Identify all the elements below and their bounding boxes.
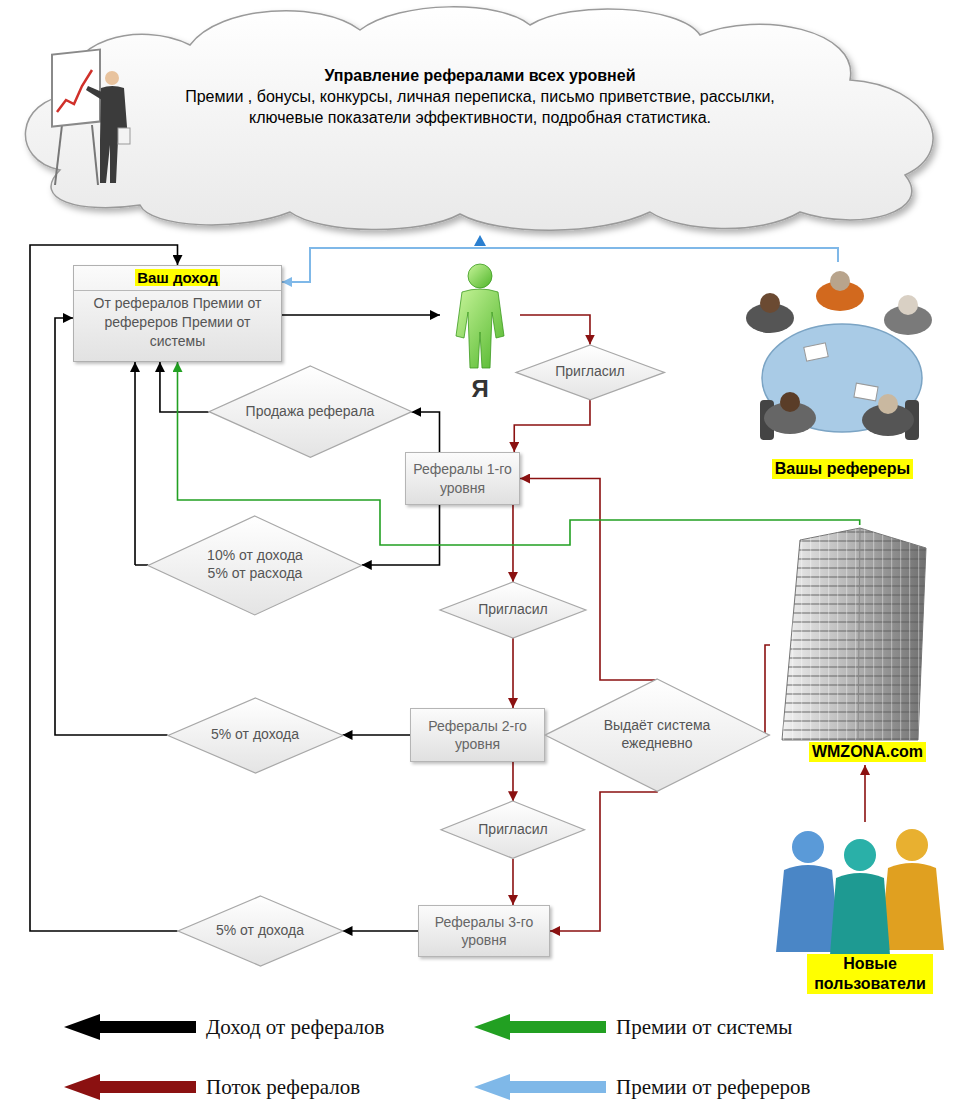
box-header: Ваш доход xyxy=(74,266,281,291)
system-building-node: WMZONA.com xyxy=(770,525,965,765)
flow-connector xyxy=(514,399,590,452)
decision-diamond: Продажа реферала xyxy=(209,366,412,457)
flow-connector xyxy=(512,638,514,708)
flow-connector xyxy=(520,479,657,681)
diamond-outline xyxy=(178,896,343,966)
decision-diamond: 5% от дохода xyxy=(178,896,343,966)
decision-diamond: Пригласил xyxy=(516,345,665,400)
decision-diamond: Выдаёт система ежедневно xyxy=(545,679,769,791)
person-node: Я xyxy=(440,262,520,407)
flow-connector xyxy=(282,248,838,282)
building-illustration xyxy=(782,528,926,740)
node-text: Рефералы 3-го уровня xyxy=(425,913,543,949)
node-label: Новые пользователи xyxy=(807,954,933,994)
presenter-illustration xyxy=(52,49,130,185)
new-users-node: Новые пользователи xyxy=(775,822,965,997)
legend-item: Премии от рефереров xyxy=(472,1072,810,1102)
decision-diamond: 10% от дохода 5% от расхода xyxy=(148,516,362,615)
node-text: Пригласил xyxy=(555,363,624,381)
decision-diamond: Пригласил xyxy=(441,801,585,858)
node-text: 5% от дохода xyxy=(211,726,299,744)
diamond-outline xyxy=(440,582,586,638)
flow-connector xyxy=(512,859,514,905)
diamond-outline xyxy=(209,366,412,457)
node-text: Пригласил xyxy=(478,821,547,839)
flow-connector xyxy=(343,930,419,932)
flow-connector xyxy=(411,412,439,452)
flow-connector xyxy=(520,315,590,345)
process-box: Рефералы 2-го уровня xyxy=(410,708,545,762)
flow-connector xyxy=(512,505,514,582)
legend-item: Премии от системы xyxy=(472,1012,792,1042)
legend-swatch xyxy=(64,1014,196,1040)
flow-connector xyxy=(135,362,148,565)
legend-text: Поток рефералов xyxy=(206,1075,360,1100)
flow-connector xyxy=(55,318,168,735)
process-box: Рефералы 3-го уровня xyxy=(418,905,550,957)
legend-swatch xyxy=(474,1014,606,1040)
flow-connector xyxy=(178,362,860,545)
decision-diamond: 5% от дохода xyxy=(168,698,343,773)
node-text: Рефералы 1-го уровня xyxy=(412,460,513,496)
legend-arrow xyxy=(62,1012,198,1042)
node-label: Я xyxy=(468,374,491,404)
legend-text: Доход от рефералов xyxy=(206,1015,384,1040)
diamond-outline xyxy=(168,698,343,773)
legend-swatch xyxy=(474,1074,606,1100)
node-text: Продажа реферала xyxy=(246,403,375,421)
flow-connector xyxy=(282,314,440,316)
diamond-outline xyxy=(441,801,585,858)
decision-diamond: Пригласил xyxy=(440,582,586,638)
node-label: WMZONA.com xyxy=(809,742,926,762)
flow-connector xyxy=(343,734,411,736)
flow-connector xyxy=(160,362,209,412)
process-box: Рефералы 1-го уровня xyxy=(405,452,520,505)
legend-item: Доход от рефералов xyxy=(62,1012,384,1042)
node-text: Пригласил xyxy=(478,601,547,619)
income-box: Ваш доход От рефералов Премии от рефереро… xyxy=(73,265,282,362)
cloud-heading: Управление рефералами всех уровней xyxy=(324,66,635,87)
diamond-outline xyxy=(148,516,362,615)
legend-arrow xyxy=(472,1072,608,1102)
referers-node: Вашы рефереры xyxy=(740,262,945,482)
node-text: 10% от дохода 5% от расхода xyxy=(204,547,306,582)
referers-meeting-illustration xyxy=(746,271,932,440)
diamond-outline xyxy=(516,345,665,400)
legend-swatch xyxy=(64,1074,196,1100)
flow-connector xyxy=(864,765,866,822)
node-text: Выдаёт система ежедневно xyxy=(598,717,716,752)
legend-text: Премии от рефереров xyxy=(616,1075,810,1100)
legend-arrow xyxy=(62,1072,198,1102)
node-text: От рефералов Премии от рефереров Премии … xyxy=(74,291,281,354)
cloud-shape xyxy=(25,7,933,230)
legend-text: Премии от системы xyxy=(616,1015,792,1040)
node-label: Вашы рефереры xyxy=(772,459,913,479)
legend-arrow xyxy=(472,1012,608,1042)
flow-connector xyxy=(765,645,770,735)
flow-connector xyxy=(362,505,440,565)
node-text: Ваш доход xyxy=(135,269,220,286)
legend-item: Поток рефералов xyxy=(62,1072,360,1102)
diamond-outline xyxy=(545,679,769,791)
cloud-callout: Управление рефералами всех уровнейПремии… xyxy=(160,66,800,166)
node-text: 5% от дохода xyxy=(216,922,304,940)
blue-arrow-tip xyxy=(474,235,486,246)
person-figure xyxy=(456,264,504,368)
new-users-illustration xyxy=(776,829,944,955)
cloud-body: Премии , бонусы, конкурсы, личная перепи… xyxy=(160,87,800,129)
flow-connector xyxy=(512,762,514,801)
flow-connector xyxy=(550,791,657,931)
node-text: Рефералы 2-го уровня xyxy=(417,717,538,753)
